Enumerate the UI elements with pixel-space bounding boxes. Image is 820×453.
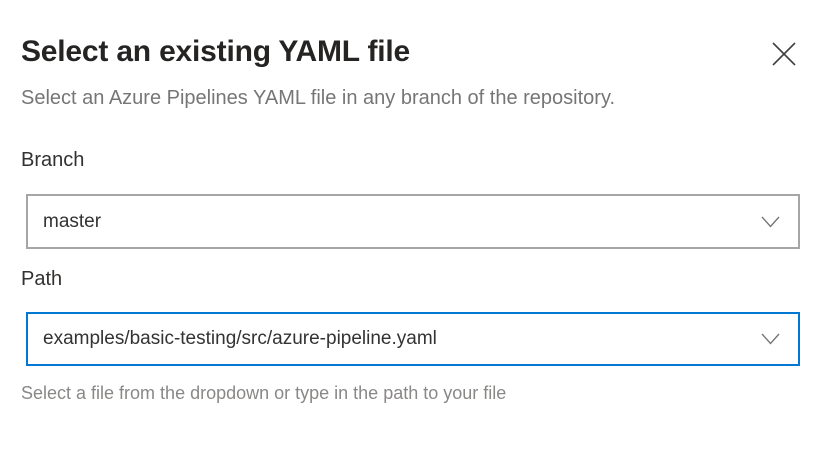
dialog-subtitle: Select an Azure Pipelines YAML file in a… — [21, 87, 616, 109]
path-helper-text: Select a file from the dropdown or type … — [21, 383, 507, 403]
branch-field-label: Branch — [21, 149, 85, 171]
branch-selected-value: master — [43, 210, 102, 232]
dialog-title: Select an existing YAML file — [21, 35, 410, 68]
path-field-label: Path — [21, 268, 63, 290]
path-input[interactable] — [43, 328, 749, 350]
close-button[interactable] — [768, 38, 800, 70]
close-icon — [770, 40, 798, 68]
path-combobox[interactable] — [26, 312, 800, 366]
branch-dropdown[interactable]: master — [26, 194, 800, 249]
chevron-down-icon[interactable] — [761, 333, 780, 345]
chevron-down-icon[interactable] — [761, 216, 780, 228]
